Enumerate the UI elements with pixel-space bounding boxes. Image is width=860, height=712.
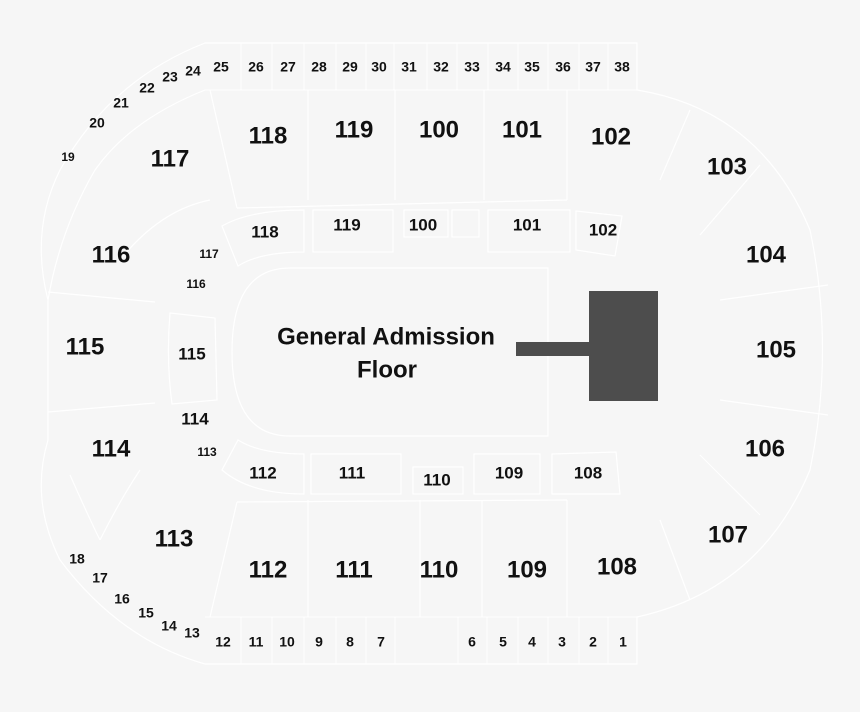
inner-section-119[interactable]: 119 [333, 215, 360, 234]
section-107[interactable]: 107 [708, 521, 748, 548]
inner-section-116[interactable]: 116 [186, 277, 206, 291]
inner-section-113[interactable]: 113 [197, 445, 217, 459]
suite-8[interactable]: 8 [346, 634, 354, 650]
suite-34[interactable]: 34 [495, 59, 511, 75]
suite-23[interactable]: 23 [162, 69, 178, 85]
section-dividers [47, 89, 829, 618]
inner-section-112[interactable]: 112 [249, 463, 276, 482]
suite-26[interactable]: 26 [248, 59, 264, 75]
floor-label-line2: Floor [357, 356, 417, 383]
suite-19[interactable]: 19 [61, 150, 75, 164]
stage-runway [516, 342, 589, 356]
section-109[interactable]: 109 [507, 556, 547, 583]
general-admission-floor[interactable] [231, 267, 549, 437]
suite-17[interactable]: 17 [92, 570, 108, 586]
suite-10[interactable]: 10 [279, 634, 295, 650]
suite-1[interactable]: 1 [619, 634, 627, 650]
suite-15[interactable]: 15 [138, 605, 154, 621]
suite-11[interactable]: 11 [249, 634, 264, 650]
section-112[interactable]: 112 [249, 556, 288, 583]
suite-20[interactable]: 20 [89, 115, 105, 131]
suite-27[interactable]: 27 [280, 59, 296, 75]
suite-labels-top: 19 20 21 22 23 24 25 26 27 28 29 30 31 3… [61, 59, 630, 164]
section-100[interactable]: 100 [419, 116, 459, 143]
section-106[interactable]: 106 [745, 435, 785, 462]
section-116[interactable]: 116 [92, 241, 131, 268]
suite-12[interactable]: 12 [215, 634, 231, 650]
inner-section-114[interactable]: 114 [181, 409, 209, 428]
suite-18[interactable]: 18 [69, 551, 85, 567]
section-111[interactable]: 111 [335, 556, 372, 583]
suite-13[interactable]: 13 [184, 625, 200, 641]
suite-33[interactable]: 33 [464, 59, 480, 75]
section-118[interactable]: 118 [249, 122, 288, 149]
suite-22[interactable]: 22 [139, 80, 155, 96]
stage [589, 291, 658, 401]
section-114[interactable]: 114 [92, 435, 131, 462]
suite-25[interactable]: 25 [213, 59, 229, 75]
suite-21[interactable]: 21 [113, 95, 129, 111]
suites-bottom-row [205, 616, 637, 664]
outer-section-labels: 117 118 119 100 101 102 103 104 105 106 … [66, 116, 796, 583]
inner-section-118[interactable]: 118 [251, 222, 278, 241]
suite-16[interactable]: 16 [114, 591, 130, 607]
suite-4[interactable]: 4 [528, 634, 536, 650]
section-117[interactable]: 117 [151, 145, 190, 172]
inner-section-109[interactable]: 109 [495, 463, 523, 482]
suite-2[interactable]: 2 [589, 634, 597, 650]
inner-section-117[interactable]: 117 [199, 247, 219, 261]
section-101[interactable]: 101 [502, 116, 542, 143]
floor-label-line1: General Admission [277, 323, 495, 350]
inner-section-100[interactable]: 100 [409, 215, 437, 234]
suite-9[interactable]: 9 [315, 634, 323, 650]
suite-7[interactable]: 7 [377, 634, 385, 650]
section-115[interactable]: 115 [66, 333, 105, 360]
section-119[interactable]: 119 [335, 116, 374, 143]
inner-section-108[interactable]: 108 [574, 463, 602, 482]
section-102[interactable]: 102 [591, 123, 631, 150]
suite-24[interactable]: 24 [185, 63, 201, 79]
inner-section-102[interactable]: 102 [589, 220, 617, 239]
inner-section-115[interactable]: 115 [178, 344, 205, 363]
inner-section-labels: 118 119 100 101 102 117 116 115 114 113 … [178, 215, 617, 489]
suite-28[interactable]: 28 [311, 59, 327, 75]
inner-section-111[interactable]: 111 [339, 463, 366, 482]
suite-32[interactable]: 32 [433, 59, 449, 75]
section-110[interactable]: 110 [420, 556, 459, 583]
section-103[interactable]: 103 [707, 153, 747, 180]
suite-31[interactable]: 31 [401, 59, 417, 75]
suite-5[interactable]: 5 [499, 634, 507, 650]
section-105[interactable]: 105 [756, 336, 796, 363]
suite-labels-bottom: 18 17 16 15 14 13 12 11 10 9 8 7 6 5 4 3… [69, 551, 627, 650]
suites-top-row [205, 43, 637, 91]
suite-37[interactable]: 37 [585, 59, 601, 75]
inner-section-101[interactable]: 101 [513, 215, 541, 234]
suite-30[interactable]: 30 [371, 59, 387, 75]
suite-29[interactable]: 29 [342, 59, 358, 75]
inner-ring [167, 209, 623, 495]
inner-section-110[interactable]: 110 [423, 470, 450, 489]
suite-35[interactable]: 35 [524, 59, 540, 75]
suite-38[interactable]: 38 [614, 59, 630, 75]
section-104[interactable]: 104 [746, 241, 787, 268]
suite-3[interactable]: 3 [558, 634, 566, 650]
suite-6[interactable]: 6 [468, 634, 476, 650]
section-108[interactable]: 108 [597, 553, 637, 580]
suite-36[interactable]: 36 [555, 59, 571, 75]
section-113[interactable]: 113 [155, 525, 194, 552]
suite-14[interactable]: 14 [161, 618, 177, 634]
